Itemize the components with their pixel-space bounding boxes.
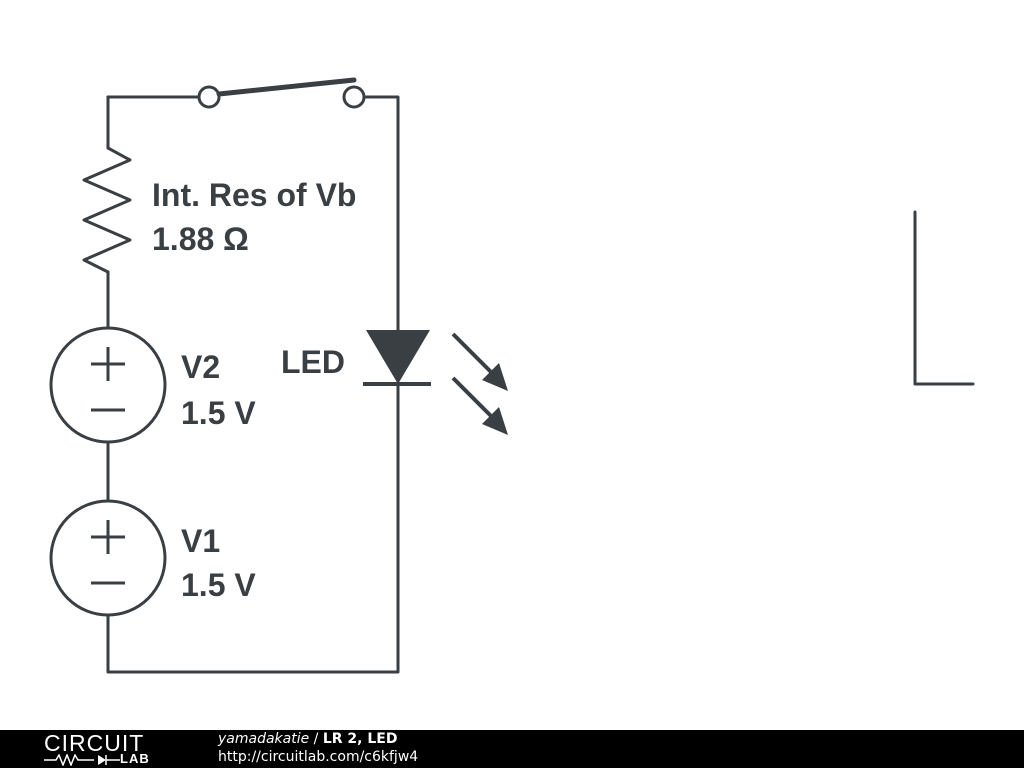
voltage-source-v2 [49,326,167,444]
circuit-schematic: Int. Res of Vb 1.88 Ω V2 1.5 V V1 1.5 V … [49,77,975,674]
v1-name: V1 [181,523,220,559]
wire-top-right [363,95,400,332]
led-emission-arrows [451,332,508,435]
footer-title-line: yamadakatie / LR 2, LED [218,731,397,748]
footer-url[interactable]: http://circuitlab.com/c6kfjw4 [218,749,419,765]
corner-mark [913,210,975,386]
switch-terminal-right [342,85,366,109]
circuitlab-logo-word[interactable]: CIRCUIT [44,730,145,756]
resistor-name: Int. Res of Vb [152,177,356,213]
switch [197,77,366,109]
v2-name: V2 [181,349,220,385]
logo-circuit-icon [44,754,120,766]
resistor-value: 1.88 Ω [152,221,249,257]
led-triangle [366,330,430,384]
emission-arrowhead-1 [482,363,508,391]
footer-author[interactable]: yamadakatie [218,731,310,747]
emission-arrowhead-2 [482,407,508,435]
footer-bar: CIRCUIT LAB yamadakatie / LR 2, LED http… [0,730,1024,768]
emission-arrow-2 [451,376,495,420]
voltage-source-v1 [49,499,167,617]
emission-arrow-1 [451,332,495,376]
wires [106,95,400,674]
v2-value: 1.5 V [181,395,256,431]
switch-lever [216,77,357,97]
led [363,330,508,435]
footer-separator: / [309,731,323,747]
v1-value: 1.5 V [181,567,256,603]
circuitlab-logo-lab: LAB [120,751,150,766]
switch-terminal-left [197,85,221,109]
v2-circle [49,326,167,444]
wire-bottom [106,382,400,674]
resistor [82,146,132,274]
footer-circuit-title[interactable]: LR 2, LED [322,731,398,747]
v1-circle [49,499,167,617]
led-label: LED [281,344,345,380]
